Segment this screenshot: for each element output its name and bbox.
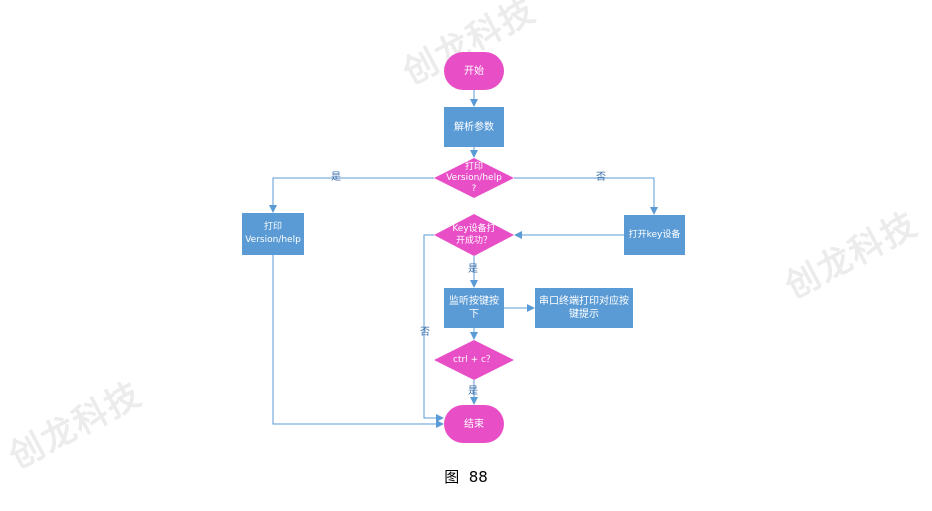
end-label: 结束: [464, 418, 484, 430]
edge-decision-yes: [269, 177, 434, 213]
decision-ctrlc-diamond: [434, 340, 514, 380]
decision-print-line2: Version/help: [446, 172, 502, 183]
print-version-line2: Version/help: [245, 235, 301, 245]
end-terminal: [444, 405, 504, 443]
decision-print-label: 打印 Version/help ?: [434, 158, 514, 198]
edge-label-no-key: 否: [420, 327, 430, 338]
open-key-label: 打开key设备: [628, 229, 681, 240]
serial-line2: 键提示: [569, 309, 599, 320]
decision-print-line3: ?: [471, 183, 477, 194]
serial-box: [535, 288, 633, 328]
decision-key-line1: Key设备打: [452, 224, 496, 234]
edge-label-yes-print: 是: [331, 172, 341, 183]
parse-label: 解析参数: [454, 121, 494, 133]
decision-print-diamond: [434, 158, 514, 198]
decision-key-diamond: [434, 214, 514, 256]
decision-key-label: Key设备打 开成功？: [434, 214, 514, 256]
edge-print-to-end: [272, 255, 444, 428]
listen-box: [444, 288, 504, 328]
listen-line2: 下: [469, 309, 479, 320]
print-version-label: 打印 Version/help: [242, 213, 304, 255]
print-version-box: [242, 213, 304, 255]
listen-label: 监听按键按 下: [444, 288, 504, 328]
start-terminal: [444, 52, 504, 90]
print-version-line1: 打印: [263, 222, 282, 232]
figure-caption: 图 88: [444, 468, 488, 486]
edge-label-no-print: 否: [596, 172, 606, 183]
edge-label-yes-key: 是: [468, 264, 478, 275]
listen-line1: 监听按键按: [449, 296, 499, 307]
serial-label: 串口终端打印对应按 键提示: [535, 288, 633, 328]
edge-label-yes-ctrlc: 是: [468, 386, 478, 397]
serial-line1: 串口终端打印对应按: [539, 296, 629, 307]
decision-print-line1: 打印: [464, 161, 483, 172]
decision-key-line2: 开成功？: [455, 236, 492, 246]
decision-ctrlc-label: ctrl + c？: [453, 354, 495, 365]
parse-box: [444, 107, 504, 147]
open-key-box: [624, 215, 685, 255]
edge-decision-no: [514, 177, 658, 215]
start-label: 开始: [464, 65, 484, 77]
edge-keycheck-no: [423, 234, 444, 422]
